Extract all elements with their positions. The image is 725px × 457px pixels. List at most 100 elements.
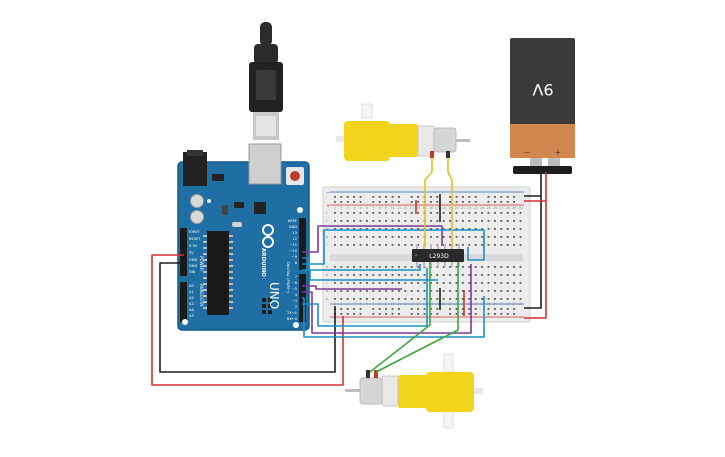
breadboard-hole[interactable] [359,282,362,284]
breadboard-hole[interactable] [500,220,503,222]
rail-hole[interactable] [372,196,375,198]
breadboard-hole[interactable] [487,220,490,222]
breadboard-hole[interactable] [366,266,368,268]
breadboard-hole[interactable] [340,220,343,222]
breadboard-hole[interactable] [513,290,515,292]
breadboard-hole[interactable] [506,236,509,238]
breadboard-hole[interactable] [430,212,432,214]
rail-hole[interactable] [436,196,439,198]
breadboard-hole[interactable] [519,298,522,300]
breadboard-hole[interactable] [353,212,355,214]
rail-hole[interactable] [417,201,419,203]
breadboard-hole[interactable] [359,290,362,292]
rail-hole[interactable] [474,196,477,198]
rail-hole[interactable] [372,313,375,315]
rail-hole[interactable] [468,308,471,310]
rail-hole[interactable] [391,196,394,198]
breadboard-hole[interactable] [334,244,336,246]
rail-hole[interactable] [455,308,458,310]
breadboard-hole[interactable] [474,266,477,268]
breadboard-hole[interactable] [334,228,336,230]
breadboard-hole[interactable] [353,228,355,230]
breadboard-hole[interactable] [385,212,387,214]
rail-hole[interactable] [449,308,451,310]
breadboard-hole[interactable] [430,282,432,284]
breadboard-hole[interactable] [500,244,503,246]
breadboard-hole[interactable] [449,212,451,214]
breadboard-hole[interactable] [398,298,400,300]
breadboard-hole[interactable] [353,298,355,300]
rail-hole[interactable] [494,313,496,315]
breadboard-hole[interactable] [500,228,503,230]
breadboard-hole[interactable] [481,274,483,276]
breadboard-hole[interactable] [391,274,394,276]
breadboard-hole[interactable] [506,298,509,300]
breadboard-hole[interactable] [385,220,387,222]
breadboard-hole[interactable] [468,244,471,246]
breadboard-hole[interactable] [340,290,343,292]
breadboard-hole[interactable] [449,220,451,222]
breadboard-hole[interactable] [417,228,419,230]
breadboard-hole[interactable] [366,298,368,300]
breadboard-hole[interactable] [442,212,445,214]
rail-hole[interactable] [398,313,400,315]
breadboard-hole[interactable] [378,236,381,238]
rail-hole[interactable] [500,308,503,310]
breadboard-hole[interactable] [398,228,400,230]
breadboard-hole[interactable] [449,282,451,284]
breadboard-hole[interactable] [436,228,439,230]
rail-hole[interactable] [430,313,432,315]
rail-hole[interactable] [417,308,419,310]
breadboard-hole[interactable] [519,282,522,284]
rail-hole[interactable] [506,313,509,315]
breadboard-hole[interactable] [455,236,458,238]
breadboard-hole[interactable] [442,274,445,276]
breadboard-hole[interactable] [359,274,362,276]
rail-hole[interactable] [340,201,343,203]
breadboard-hole[interactable] [391,282,394,284]
breadboard-hole[interactable] [378,290,381,292]
breadboard-hole[interactable] [340,298,343,300]
breadboard-hole[interactable] [455,244,458,246]
breadboard-hole[interactable] [417,212,419,214]
breadboard-hole[interactable] [455,274,458,276]
breadboard-hole[interactable] [500,236,503,238]
breadboard-hole[interactable] [378,212,381,214]
breadboard-hole[interactable] [391,266,394,268]
rail-hole[interactable] [436,308,439,310]
rail-hole[interactable] [398,308,400,310]
breadboard-hole[interactable] [494,228,496,230]
breadboard-hole[interactable] [519,290,522,292]
breadboard-hole[interactable] [378,266,381,268]
breadboard-hole[interactable] [353,244,355,246]
rail-hole[interactable] [474,313,477,315]
breadboard-hole[interactable] [468,298,471,300]
breadboard-hole[interactable] [442,266,445,268]
breadboard-hole[interactable] [366,228,368,230]
breadboard-hole[interactable] [372,298,375,300]
rail-hole[interactable] [455,201,458,203]
breadboard-hole[interactable] [436,220,439,222]
rail-hole[interactable] [353,313,355,315]
breadboard-hole[interactable] [340,236,343,238]
rail-hole[interactable] [359,201,362,203]
rail-hole[interactable] [455,313,458,315]
breadboard-hole[interactable] [487,266,490,268]
breadboard-hole[interactable] [513,244,515,246]
breadboard-hole[interactable] [474,298,477,300]
breadboard-hole[interactable] [462,236,464,238]
rail-hole[interactable] [372,308,375,310]
rail-hole[interactable] [353,201,355,203]
breadboard-hole[interactable] [462,244,464,246]
breadboard-hole[interactable] [366,274,368,276]
breadboard-hole[interactable] [404,266,407,268]
rail-hole[interactable] [430,196,432,198]
breadboard-hole[interactable] [481,220,483,222]
breadboard-hole[interactable] [353,282,355,284]
breadboard-hole[interactable] [398,266,400,268]
breadboard-hole[interactable] [436,298,439,300]
breadboard-hole[interactable] [449,266,451,268]
breadboard-hole[interactable] [410,228,413,230]
breadboard-hole[interactable] [506,220,509,222]
